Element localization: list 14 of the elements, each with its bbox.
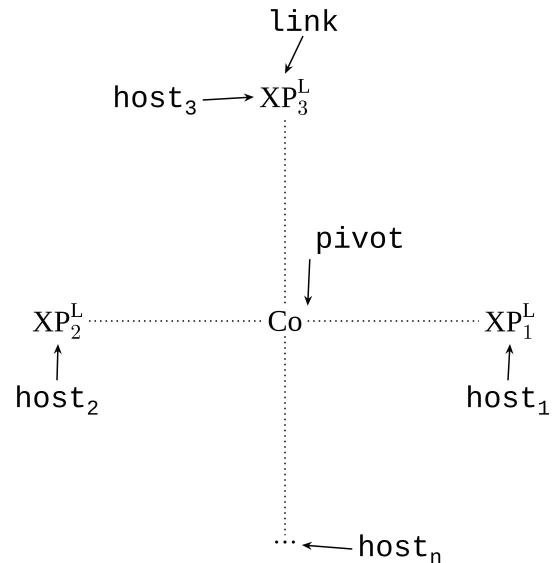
dotted-line	[89, 320, 262, 322]
symbol-label: $\mathrm{XP}^{\mathrm{L}}_{1}$	[484, 303, 534, 339]
code-label: host$_{3}$	[115, 85, 196, 115]
dotted-line	[284, 120, 286, 306]
dotted-line	[284, 336, 286, 536]
symbol-label: $\mathrm{Co}$	[268, 310, 302, 332]
dotted-line	[308, 320, 479, 322]
code-label: host$_{1}$	[468, 385, 550, 415]
code-label: link	[270, 9, 338, 31]
code-label: pivot	[318, 226, 402, 254]
symbol-label: $\cdots$	[275, 540, 295, 544]
symbol-label: $\mathrm{XP}^{\mathrm{L}}_{2}$	[32, 303, 82, 339]
code-label: host$_{2}$	[17, 385, 98, 415]
symbol-label: $\mathrm{XP}^{\mathrm{L}}_{3}$	[260, 79, 310, 115]
